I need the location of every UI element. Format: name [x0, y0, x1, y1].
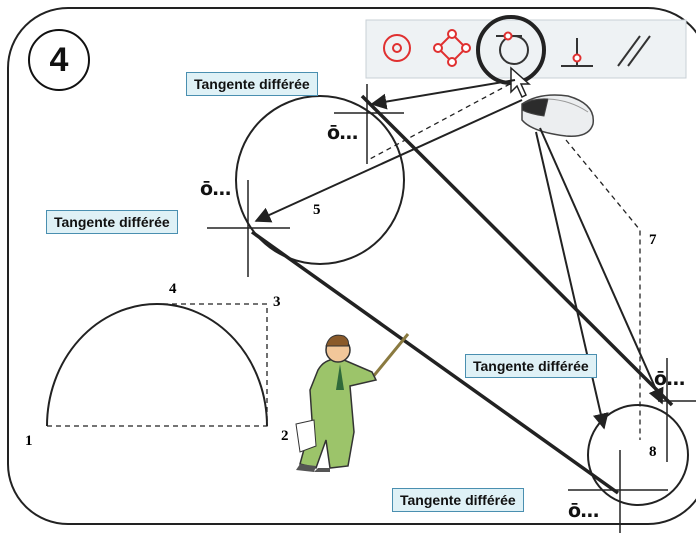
pointer-arrows — [254, 79, 664, 430]
point-label-4: 4 — [169, 281, 177, 297]
circle-lower — [587, 404, 689, 506]
point-label-8: 8 — [649, 444, 657, 460]
toolbar-background — [365, 19, 687, 79]
point-label-2: 2 — [281, 428, 289, 444]
arrow-to-upper-tangent — [370, 79, 516, 110]
osnap-toolbar — [365, 15, 687, 99]
tangent-line-outer — [360, 94, 674, 407]
parallel-snap-icon[interactable] — [617, 35, 651, 67]
snap-marker-left: ō... — [200, 178, 232, 200]
snap-marker-right: ō... — [654, 368, 686, 390]
tangent-tag-bottom: Tangente différée — [392, 488, 524, 512]
quadrant-snap-icon[interactable] — [433, 29, 471, 67]
arc-figure — [46, 303, 268, 427]
tangent-tag-right: Tangente différée — [465, 354, 597, 378]
point-label-3: 3 — [273, 294, 281, 310]
mouse-icon — [521, 94, 595, 137]
tangent-point-crosshair-left — [207, 180, 290, 277]
mouse-guide-dashed — [565, 139, 641, 440]
step-number-badge: 4 — [28, 29, 90, 91]
tangent-tag-left: Tangente différée — [46, 210, 178, 234]
perpendicular-snap-icon[interactable] — [561, 38, 593, 67]
arrow-to-right-tangent — [539, 127, 664, 405]
snap-marker-upper: ō... — [327, 122, 359, 144]
tangent-point-crosshair-right — [658, 358, 696, 462]
tangent-snap-icon[interactable] — [496, 31, 529, 65]
arrow-to-left-tangent — [254, 99, 523, 223]
arc-construction-dashed — [47, 303, 268, 427]
point-label-7: 7 — [649, 232, 657, 248]
tangent-point-crosshair-upper — [334, 84, 404, 164]
tangent-point-crosshair-bottom — [568, 450, 668, 533]
center-snap-icon[interactable] — [383, 34, 411, 62]
point-label-5: 5 — [313, 202, 321, 218]
point-label-1: 1 — [25, 433, 33, 449]
circle-upper — [235, 95, 405, 265]
tangent-line-inner — [250, 230, 620, 495]
teacher-pointing-illustration — [295, 333, 410, 472]
tangent-tag-upper: Tangente différée — [186, 72, 318, 96]
rounded-frame — [7, 7, 696, 525]
arrow-to-bottom-tangent — [535, 131, 609, 430]
snap-marker-bottom: ō... — [568, 500, 600, 522]
mouse-cursor-icon — [510, 66, 531, 99]
